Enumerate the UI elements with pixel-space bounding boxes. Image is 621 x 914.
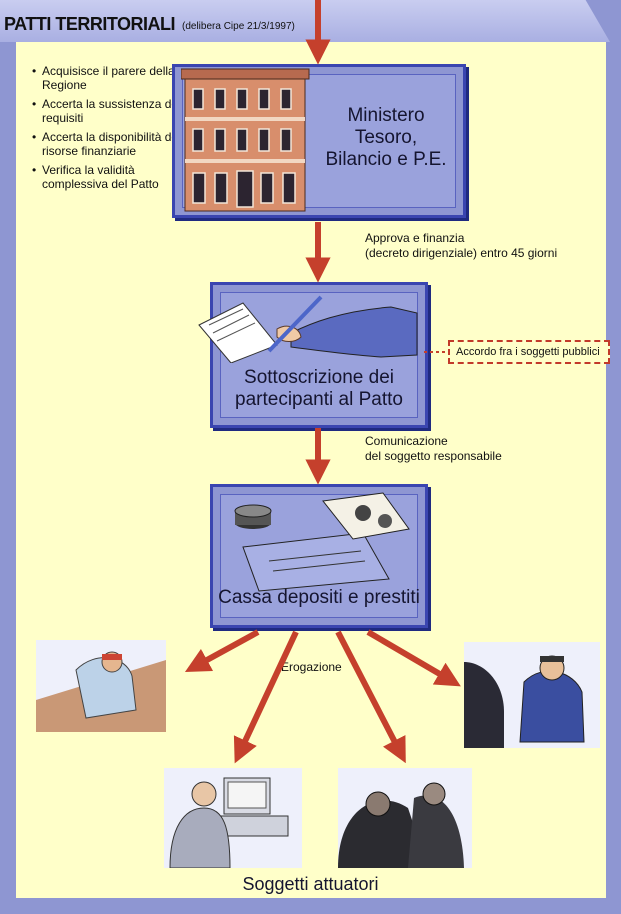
implementers-label: Soggetti attuatori (242, 874, 379, 894)
signature-box: Sottoscrizione dei partecipanti al Patto (198, 282, 428, 428)
ministry-label-line: Tesoro, (354, 127, 418, 148)
list-item: Verifica la validità complessiva del Pat… (30, 163, 200, 191)
ministry-duties-list: Acquisisce il parere della Regione Accer… (30, 64, 200, 196)
list-item: Accerta la disponibilità delle risorse f… (30, 130, 200, 158)
signature-label-line: partecipanti al Patto (235, 389, 403, 410)
building-icon (181, 68, 310, 212)
communication-note-line: Comunicazione (365, 434, 448, 448)
page-title: PATTI TERRITORIALI (4, 14, 176, 34)
industrial-workers-photo (338, 768, 472, 868)
signature-label-line: Sottoscrizione dei (244, 367, 394, 388)
ministry-label: Ministero Tesoro, Bilancio e P.E. (311, 105, 461, 171)
disbursement-label: Erogazione (281, 660, 342, 674)
office-worker-photo (164, 768, 302, 868)
signature-label: Sottoscrizione dei partecipanti al Patto (213, 367, 425, 411)
worker-photo (36, 640, 166, 732)
agreement-note-box: Accordo fra i soggetti pubblici (448, 340, 610, 364)
ministry-label-line: Ministero (347, 105, 425, 126)
list-item: Acquisisce il parere della Regione (30, 64, 200, 92)
approval-note: Approva e finanzia (decreto dirigenziale… (365, 231, 557, 261)
header-band-light (0, 0, 610, 42)
cassa-box: Cassa depositi e prestiti (210, 484, 428, 628)
communication-note-line: del soggetto responsabile (365, 449, 502, 463)
cassa-label: Cassa depositi e prestiti (218, 587, 420, 608)
page-subtitle: (delibera Cipe 21/3/1997) (182, 21, 295, 32)
ministry-box: Ministero Tesoro, Bilancio e P.E. (172, 64, 466, 218)
money-icon (234, 492, 410, 592)
mechanic-photo (464, 642, 600, 748)
ministry-label-line: Bilancio e P.E. (325, 149, 447, 170)
list-item: Accerta la sussistenza dei requisiti (30, 97, 200, 125)
approval-note-line: Approva e finanzia (365, 231, 465, 245)
approval-note-line: (decreto dirigenziale) entro 45 giorni (365, 246, 558, 260)
communication-note: Comunicazione del soggetto responsabile (365, 434, 502, 464)
signing-hand-icon (198, 295, 418, 363)
